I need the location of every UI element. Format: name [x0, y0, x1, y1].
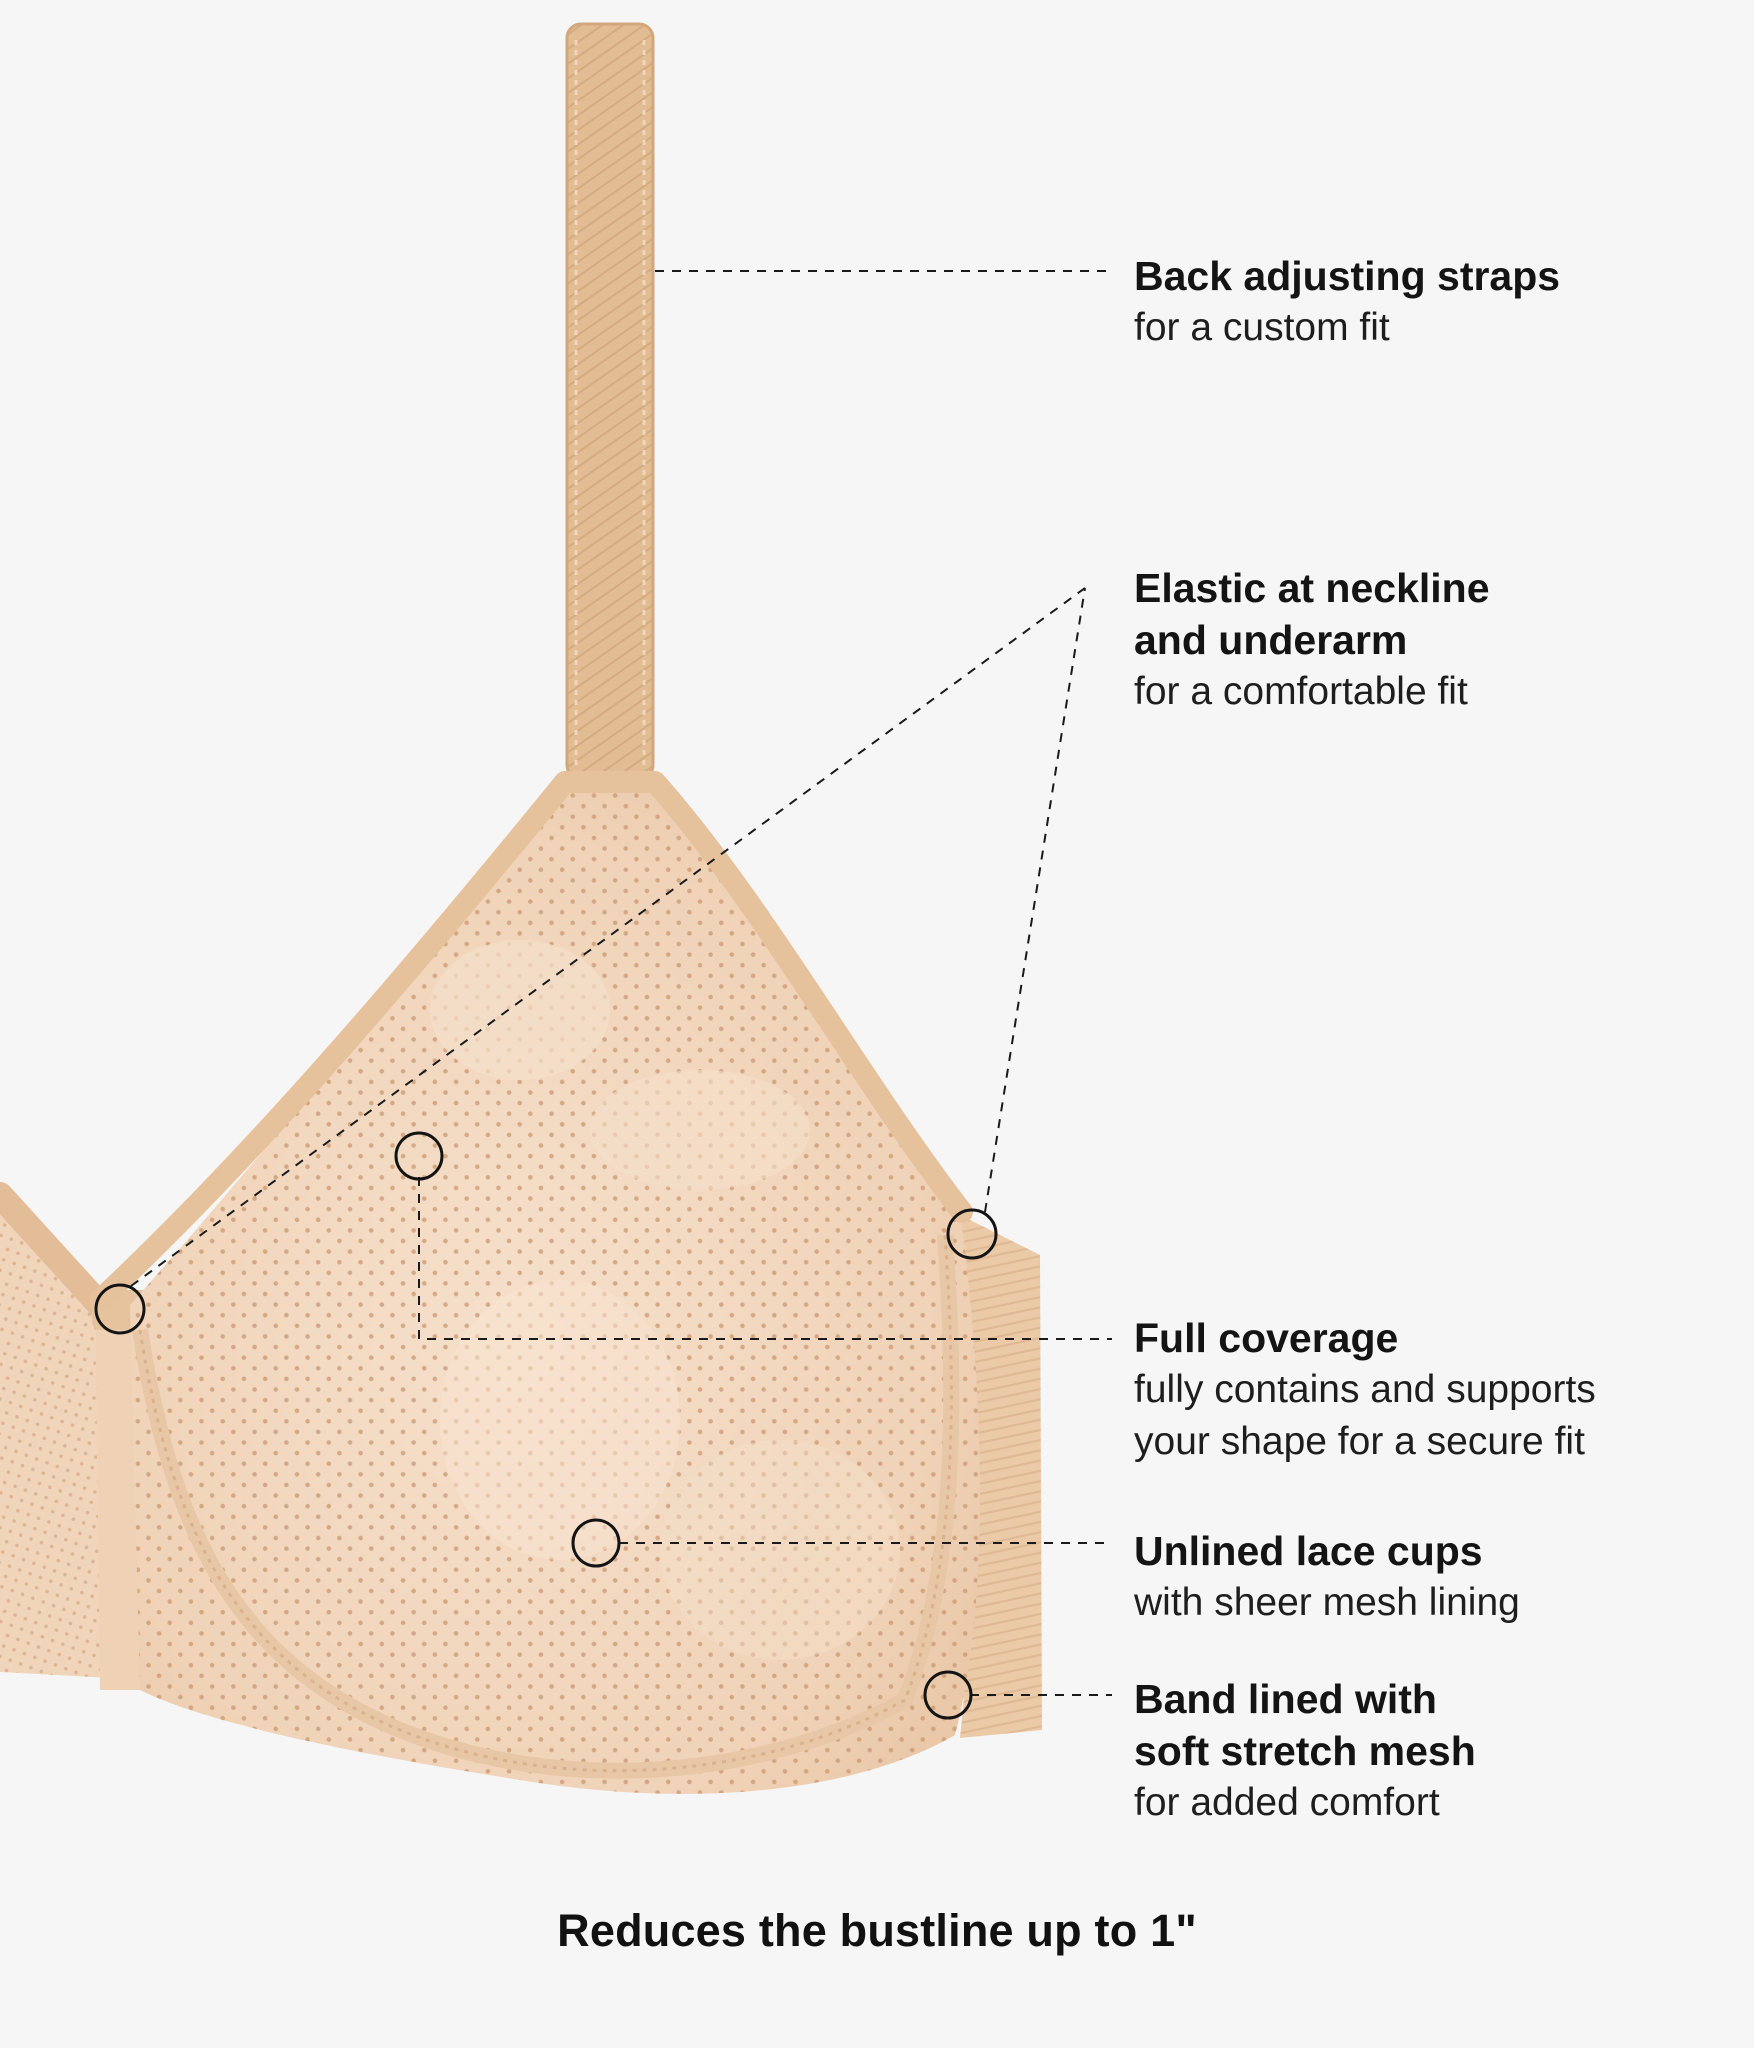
- shoulder-strap: [565, 22, 655, 781]
- marker-coverage: [394, 1131, 444, 1181]
- callout-description: for a custom fit: [1134, 306, 1390, 349]
- leader-line-coverage: [418, 1177, 1112, 1340]
- leader-line-underarm: [984, 587, 1086, 1213]
- callout-full-coverage: Full coverage fully contains and support…: [1134, 1312, 1724, 1468]
- marker-circles: [94, 1131, 998, 1720]
- callout-description: fully contains and supports your shape f…: [1134, 1368, 1596, 1463]
- callout-description: for a comfortable fit: [1134, 670, 1468, 713]
- marker-lace-cups: [571, 1518, 621, 1568]
- callout-title: Full coverage: [1134, 1315, 1399, 1361]
- callout-description: with sheer mesh lining: [1134, 1581, 1520, 1624]
- callout-title: Band lined with soft stretch mesh: [1134, 1676, 1476, 1774]
- callout-title: Elastic at neckline and underarm: [1134, 565, 1490, 663]
- marker-underarm: [946, 1208, 998, 1260]
- marker-band: [923, 1670, 973, 1720]
- callout-title: Back adjusting straps: [1134, 253, 1561, 299]
- leader-lines: [130, 270, 1112, 1696]
- callout-elastic: Elastic at neckline and underarm for a c…: [1134, 562, 1724, 718]
- footer-caption: Reduces the bustline up to 1": [557, 1905, 1197, 1956]
- right-cup: [89, 771, 980, 1794]
- marker-neckline: [94, 1283, 146, 1335]
- callout-title: Unlined lace cups: [1134, 1528, 1483, 1574]
- callout-band: Band lined with soft stretch mesh for ad…: [1134, 1673, 1724, 1829]
- callout-description: for added comfort: [1134, 1781, 1440, 1824]
- callout-lace-cups: Unlined lace cups with sheer mesh lining: [1134, 1525, 1724, 1629]
- callout-straps: Back adjusting straps for a custom fit: [1134, 250, 1724, 354]
